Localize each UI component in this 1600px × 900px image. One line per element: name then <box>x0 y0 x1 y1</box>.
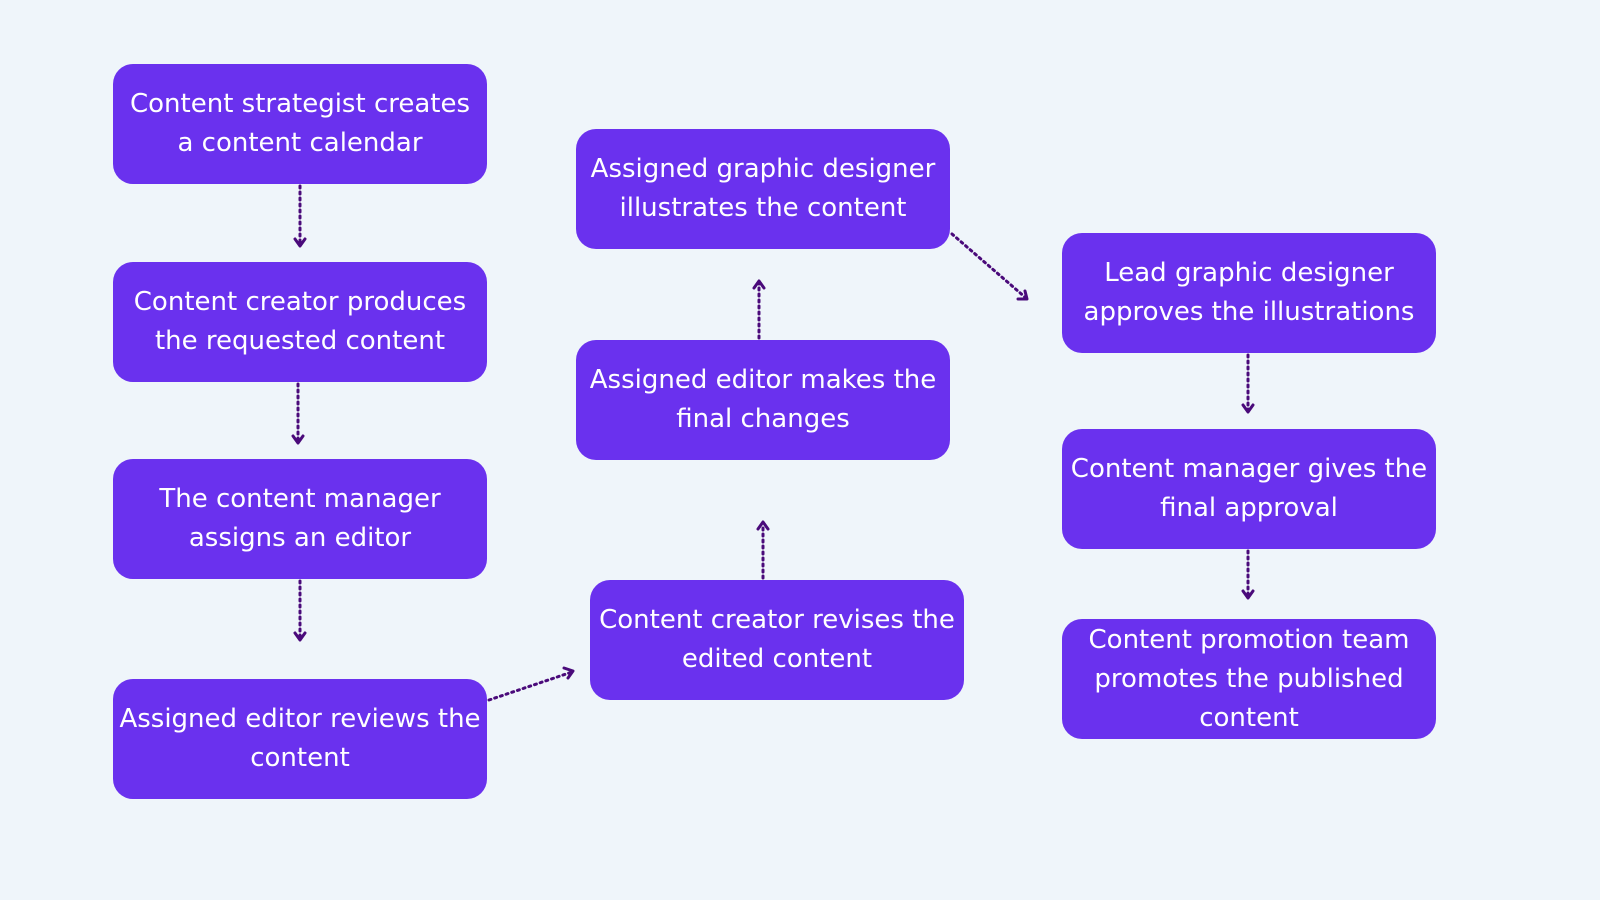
arrow-n2-n3 <box>291 382 305 445</box>
node-label: Assigned editor makes the final changes <box>589 365 937 434</box>
node-label: Content creator revises the edited conte… <box>599 605 955 674</box>
node-content-manager-assigns: The content manager assigns an editor <box>113 459 487 579</box>
node-content-creator-produces: Content creator produces the requested c… <box>113 262 487 382</box>
node-creator-revises: Content creator revises the edited conte… <box>590 580 964 700</box>
arrow-n5-n6 <box>756 520 770 580</box>
arrow-n9-n10 <box>1241 549 1255 600</box>
arrow-n8-n9 <box>1241 353 1255 414</box>
node-lead-designer-approves: Lead graphic designer approves the illus… <box>1062 233 1436 353</box>
node-label: Content strategist creates a content cal… <box>129 89 471 158</box>
node-label: The content manager assigns an editor <box>159 484 441 553</box>
node-designer-illustrates: Assigned graphic designer illustrates th… <box>576 129 950 249</box>
node-label: Assigned graphic designer illustrates th… <box>590 154 936 223</box>
node-manager-final-approval: Content manager gives the final approval <box>1062 429 1436 549</box>
node-label: Content manager gives the final approval <box>1070 454 1428 523</box>
arrow-n3-n4 <box>293 579 307 642</box>
arrow-n6-n7 <box>752 279 766 340</box>
node-content-strategist: Content strategist creates a content cal… <box>113 64 487 184</box>
node-label: Content promotion team promotes the publ… <box>1088 624 1410 733</box>
node-editor-reviews: Assigned editor reviews the content <box>113 679 487 799</box>
node-promotion-team: Content promotion team promotes the publ… <box>1062 619 1436 739</box>
node-label: Lead graphic designer approves the illus… <box>1083 258 1415 327</box>
node-label: Assigned editor reviews the content <box>119 704 481 773</box>
arrow-n4-n5 <box>487 666 575 702</box>
arrow-n7-n8 <box>950 232 1029 301</box>
arrow-n1-n2 <box>293 184 307 248</box>
node-editor-final-changes: Assigned editor makes the final changes <box>576 340 950 460</box>
node-label: Content creator produces the requested c… <box>133 287 467 356</box>
